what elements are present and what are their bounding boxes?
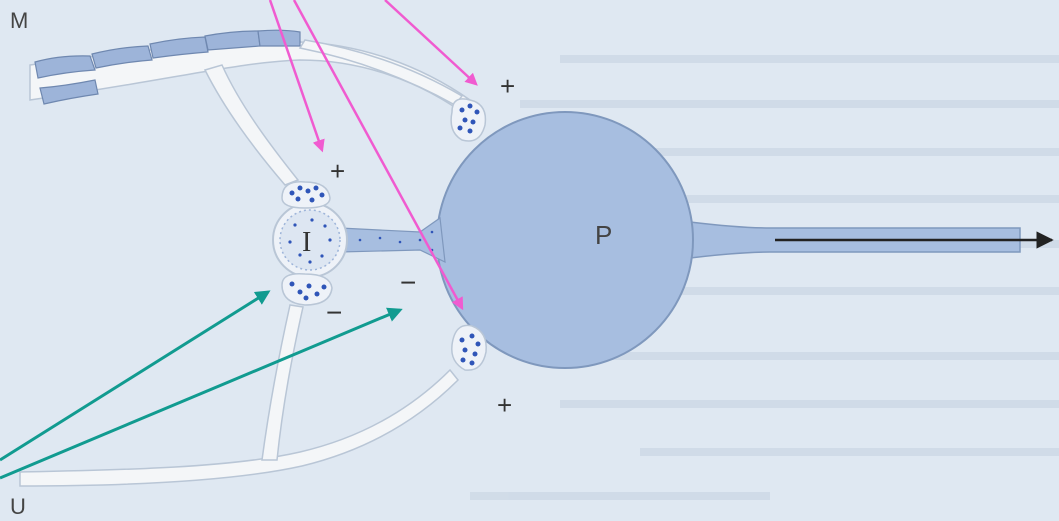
label-bottom-fiber: U [10,494,26,519]
sign-interneuron-to-principal: − [400,267,416,298]
lower-fiber [20,305,458,486]
synapse-upper-to-principal [451,99,485,141]
synapse-lower-to-principal [452,325,486,370]
label-top-fiber: M [10,8,28,33]
interneuron-cell [273,203,445,277]
sign-lower-to-interneuron: − [326,297,342,328]
magenta-pointer-arrow-icon [270,0,322,150]
upper-fiber [30,30,480,185]
sign-upper-to-principal: + [500,71,515,101]
sign-upper-to-interneuron: + [330,156,345,186]
label-principal-cell: P [595,220,612,250]
label-interneuron: I [302,227,311,258]
sign-lower-to-principal: + [497,390,512,420]
synapse-upper-to-interneuron [282,182,330,208]
synapse-lower-to-interneuron [282,274,332,305]
teal-pointer-arrow-icon [0,292,268,460]
